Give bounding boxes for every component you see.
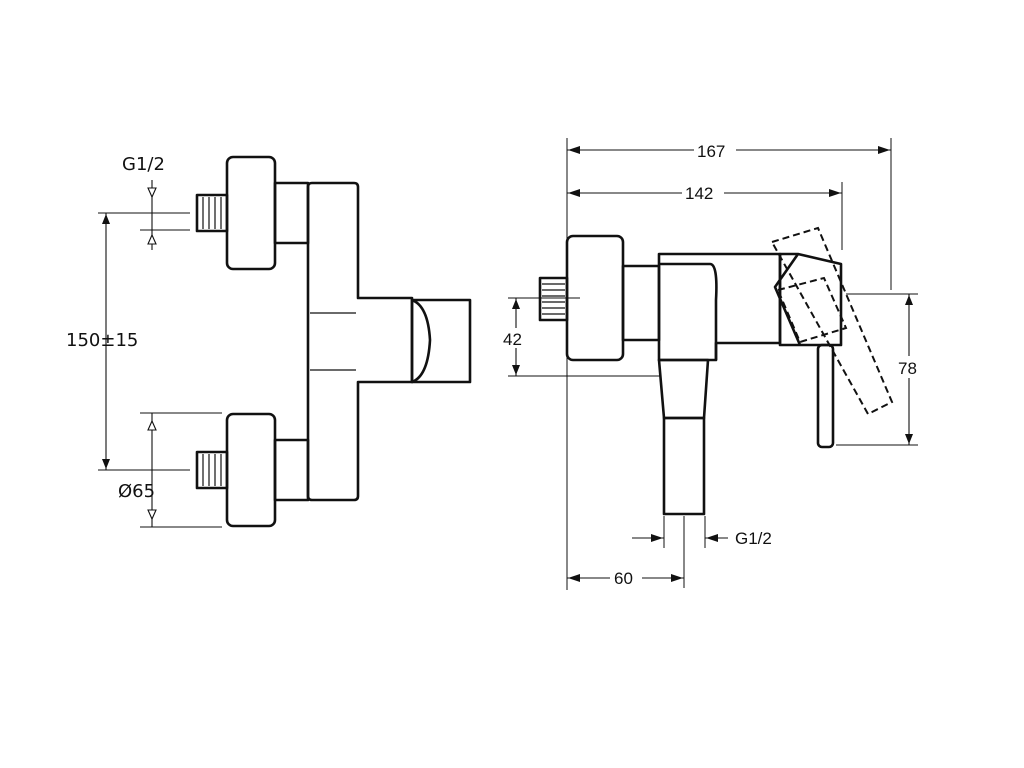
upper-connector	[273, 181, 310, 245]
mixer-body	[306, 181, 414, 502]
side-body-front	[659, 262, 718, 360]
escutcheon-diameter-dimension: Ø65	[118, 413, 157, 527]
overall-depth-label: 167	[697, 142, 725, 161]
lever-alternate-position	[770, 226, 894, 416]
inlet-spacing-dimension: 150±15	[66, 213, 138, 470]
inlet-spacing-label: 150±15	[66, 330, 138, 351]
lever-hub	[778, 252, 843, 347]
lever-hub-bevel	[773, 253, 802, 346]
escutcheon-diameter-label: Ø65	[118, 481, 155, 502]
overall-depth-dimension: 167	[567, 140, 891, 161]
body-depth-dimension: 142	[567, 183, 842, 203]
lower-escutcheon	[225, 412, 277, 528]
inlet-height-label: 42	[503, 330, 522, 349]
spout-cap-curve	[411, 298, 432, 384]
handle-height-dimension: 78	[895, 294, 925, 445]
outlet-offset-dimension: 60	[567, 567, 684, 588]
upper-inlet-thread	[195, 193, 229, 233]
upper-escutcheon	[225, 155, 277, 271]
side-outlet-lower	[662, 416, 706, 516]
side-outlet-upper	[657, 358, 710, 420]
side-body	[657, 252, 782, 362]
outlet-offset-label: 60	[614, 569, 633, 588]
inlet-height-dimension: 42	[502, 298, 530, 376]
handle-height-label: 78	[898, 359, 917, 378]
side-connector	[621, 264, 661, 342]
lower-inlet-thread	[195, 450, 229, 490]
lower-connector	[273, 438, 310, 502]
outlet-thread-label: G1/2	[735, 529, 772, 548]
front-thread-label: G1/2	[122, 154, 165, 175]
front-thread-dimension: G1/2	[122, 154, 165, 250]
body-depth-label: 142	[685, 184, 713, 203]
outlet-thread-dimension: G1/2	[632, 529, 772, 548]
side-view: 167 142 42 78	[502, 138, 925, 590]
spout-cap	[410, 298, 472, 384]
front-view: G1/2 150±15 Ø65	[66, 154, 472, 528]
lever-rod	[816, 343, 835, 449]
